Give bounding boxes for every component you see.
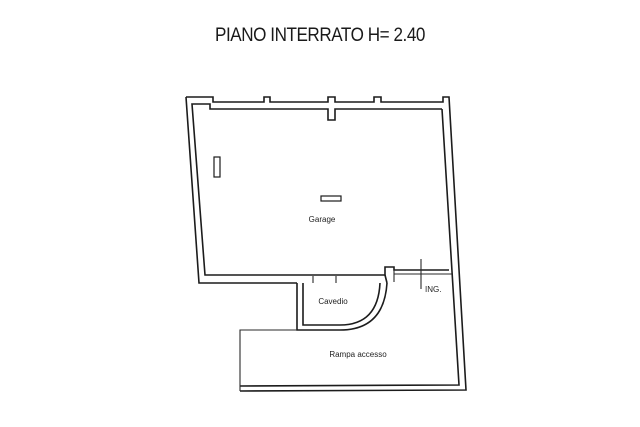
garage-wall-fixture — [213, 156, 221, 178]
entrance-opening — [393, 259, 452, 289]
garage-center-fixture — [320, 195, 342, 202]
room-label-garage: Garage — [309, 215, 336, 224]
entrance-label: ING. — [425, 285, 441, 294]
cavedio-walls — [296, 274, 388, 331]
rampa-outline — [239, 329, 297, 391]
room-label-cavedio: Cavedio — [318, 297, 348, 306]
garage-walls — [185, 96, 467, 392]
plan-title: PIANO INTERRATO H= 2.40 — [215, 25, 425, 46]
room-label-rampa: Rampa accesso — [329, 350, 387, 359]
